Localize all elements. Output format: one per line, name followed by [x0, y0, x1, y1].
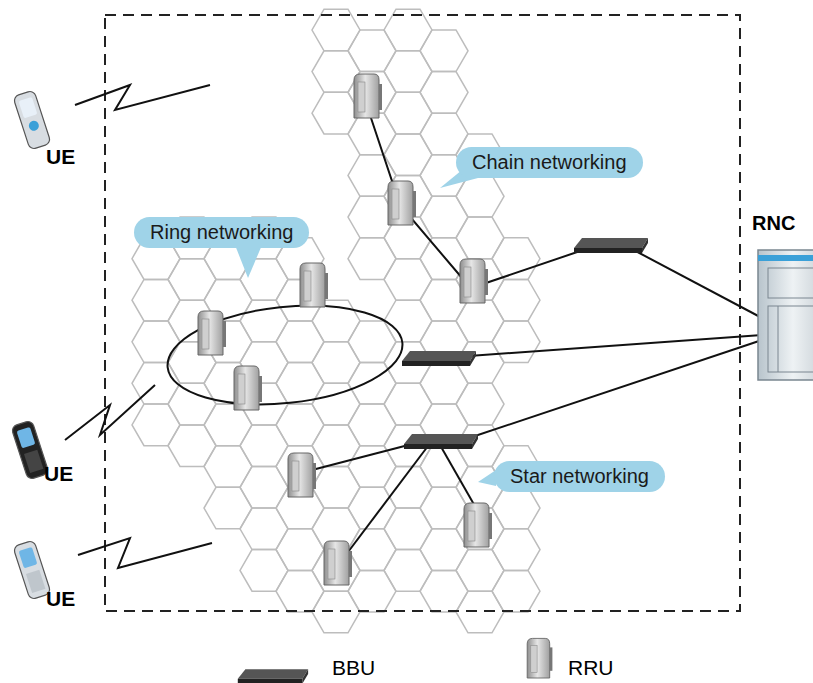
rru-icon — [460, 259, 488, 303]
node-text: Ring networking — [150, 221, 293, 244]
rru-icon — [300, 263, 328, 307]
hex-cell-grid — [132, 9, 540, 633]
coverage-boundary — [105, 15, 740, 611]
node-text: Star networking — [510, 465, 649, 488]
rru-icon — [388, 181, 416, 225]
rru-icon — [288, 453, 316, 497]
rru-icon — [198, 311, 226, 355]
device-label: UE — [46, 587, 75, 611]
device-label: UE — [44, 462, 73, 486]
rru-icon — [527, 638, 552, 678]
transmission-links — [163, 100, 762, 560]
callout-bubble: Ring networking — [134, 217, 309, 248]
node-text: Chain networking — [472, 151, 627, 174]
bbu-icon — [574, 238, 648, 253]
rru-icon — [324, 541, 352, 585]
rnc-cabinet — [758, 250, 813, 380]
callout-bubble: Chain networking — [456, 147, 643, 178]
bbu-icon — [402, 351, 476, 366]
bbu-icon — [404, 434, 478, 449]
legend-text: BBU — [332, 656, 375, 680]
device-label: UE — [46, 145, 75, 169]
equipment-label: RNC — [752, 212, 795, 235]
rru-icon — [354, 74, 382, 118]
ue-phone — [13, 540, 51, 600]
rru-icon — [234, 366, 262, 410]
rru-icon — [464, 503, 492, 547]
legend-text: RRU — [568, 656, 614, 680]
ue-phone — [11, 420, 49, 480]
radio-links — [65, 85, 212, 568]
ue-phone — [13, 90, 51, 150]
bbu-icon — [238, 669, 308, 683]
callout-bubble: Star networking — [494, 461, 665, 492]
node-text: RNC — [752, 212, 795, 235]
